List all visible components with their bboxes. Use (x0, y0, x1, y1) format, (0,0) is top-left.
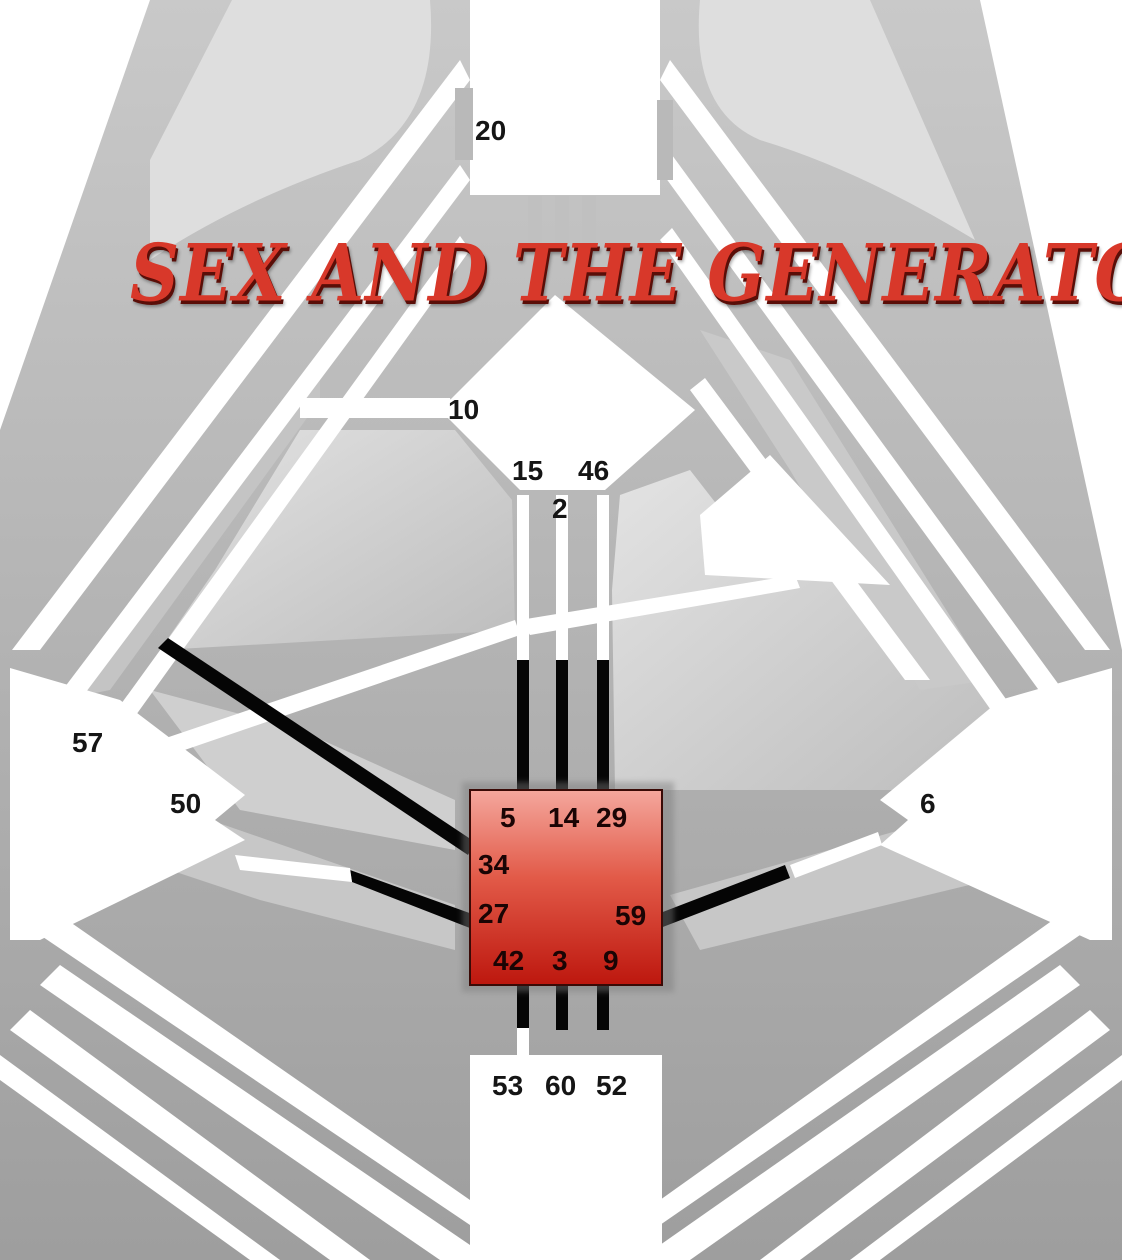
gate-46: 46 (578, 455, 609, 486)
gate-57: 57 (72, 727, 103, 758)
gate-59: 59 (615, 900, 646, 931)
gate-34: 34 (478, 849, 510, 880)
gate-52: 52 (596, 1070, 627, 1101)
g-center-bridge (300, 398, 455, 418)
gate-60: 60 (545, 1070, 576, 1101)
throat-center (470, 0, 660, 195)
gate-29: 29 (596, 802, 627, 833)
gate-5: 5 (500, 802, 516, 833)
gate-15: 15 (512, 455, 543, 486)
gate-10: 10 (448, 394, 479, 425)
channel-14-2 (556, 660, 568, 790)
gate-6: 6 (920, 788, 936, 819)
gate-9: 9 (603, 945, 619, 976)
gate-14: 14 (548, 802, 580, 833)
throat-notch-left (455, 88, 473, 160)
gate-53: 53 (492, 1070, 523, 1101)
channel-29-46 (597, 660, 609, 790)
gate-2: 2 (552, 493, 568, 524)
channel-5-15 (517, 660, 529, 790)
gate-3: 3 (552, 945, 568, 976)
chart-title: SEX AND THE GENERATOR (130, 228, 990, 343)
gate-27: 27 (478, 898, 509, 929)
throat-notch-right (657, 100, 673, 180)
gate-42: 42 (493, 945, 524, 976)
gate-20: 20 (475, 115, 506, 146)
gate-50: 50 (170, 788, 201, 819)
